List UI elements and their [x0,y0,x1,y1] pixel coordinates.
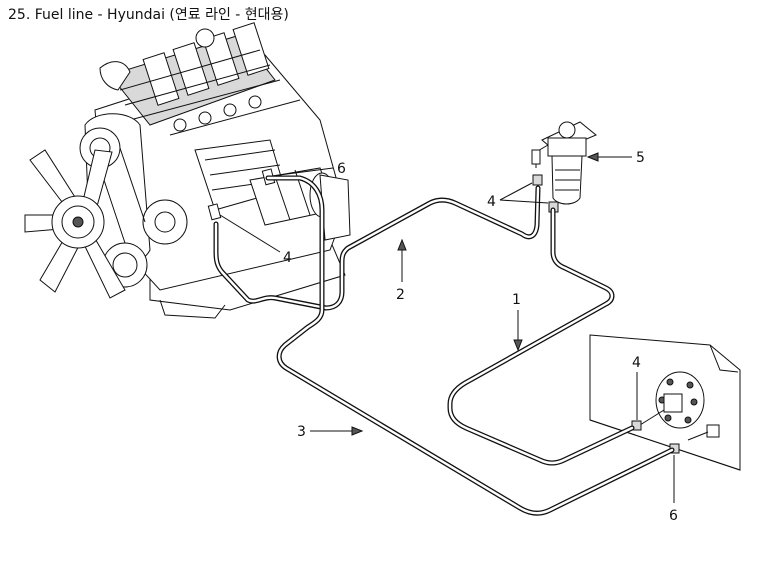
callout-number: 4 [487,194,496,210]
callout-number: 1 [512,292,521,308]
fuel-tank-plate [589,334,741,471]
callout-number: 3 [297,424,306,440]
cooling-fan [24,149,126,299]
callout-4-engine: 4 [219,214,292,266]
fuel-filter [531,121,597,205]
diagram-title: 25. Fuel line - Hyundai (연료 라인 - 현대용) [8,7,289,23]
callout-1: 1 [512,292,523,352]
callout-number: 6 [669,508,678,524]
callout-5: 5 [586,150,645,166]
callout-number: 4 [632,355,641,371]
callout-number: 2 [396,287,405,303]
callout-number: 4 [283,250,292,266]
callout-3: 3 [297,424,364,440]
callout-number: 6 [337,161,346,177]
fuel-hose-2 [213,185,541,311]
callout-4-tank: 4 [632,355,641,420]
callout-6-engine: 6 [271,161,346,177]
callout-2: 2 [396,238,407,303]
hose-fitting [532,174,543,186]
callout-4-filter: 4 [487,182,549,210]
fuel-hose-1 [447,207,635,466]
callout-6-tank: 6 [669,455,678,524]
engine-assembly [24,22,351,319]
fuel-hose-3 [265,175,675,516]
callout-number: 5 [636,150,645,166]
